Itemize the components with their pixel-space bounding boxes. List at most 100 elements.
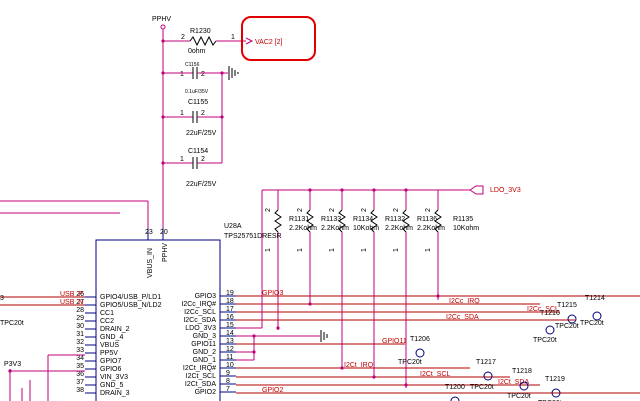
ic-pin-number: 18 [226,298,234,305]
testpoint-t1216: T1216 TPC20t [533,310,560,344]
testpoint-t1214: T1214 TPC20t [580,295,605,327]
ic-pin-name: GND_2 [193,349,216,356]
ic-pin-name: GND_5 [100,382,123,389]
pullup-resistor: 2 1 R1131 2.2Kohm [265,190,317,330]
svg-text:TPC20t: TPC20t [580,320,604,327]
ic-pin-number: 15 [226,322,234,329]
ic-pin-name: GPIO7 [100,358,122,365]
capacitor-c1156: C1156 1 2 0.1uF/35V [163,62,239,95]
svg-text:2: 2 [265,208,272,212]
right-nets: GPIO3 I2Cc_IRQ I2Cc_SCL I2Cc_SDA GPIO11 … [236,189,640,394]
ground-icon [228,66,239,80]
ic-pin-number: 38 [76,387,84,394]
resistor-ref: R1134 [353,216,373,223]
ic-body [95,239,221,401]
r1230-pin1: 1 [231,34,235,41]
ic-pin-name: CC1 [100,310,114,317]
ic-pin-number: 11 [226,354,233,361]
ic-u28a: U28A TPS25751DRESR 23 20 VBUS_IN PPHV 26… [76,223,282,401]
svg-text:TPC20t: TPC20t [533,337,557,344]
ic-pin-number: 37 [76,379,84,386]
c1156-pin1: 1 [180,71,184,78]
svg-text:2: 2 [361,208,368,212]
ground-icon [320,330,328,342]
ic-pin-name: VIN_3V3 [100,374,128,381]
left-testpoint-label: TPC20t [0,320,24,327]
ic-pin-name: DRAIN_2 [100,326,130,333]
ic-pin-number: 29 [76,315,84,322]
ic-pin-name: I2Ct_IRQ# [183,365,216,372]
r1230-value: 0ohm [188,48,206,55]
net-i2ct-sda: I2Ct_SDA [498,379,529,386]
ic-pin-number: 9 [226,370,230,377]
ic-pin-number: 28 [76,307,84,314]
c1156-value: 0.1uF/35V [185,89,209,95]
net-gpio2: GPIO2 [262,387,284,394]
resistor-ref: R1133 [321,216,341,223]
net-gpio11: GPIO11 [382,338,407,345]
ic-pin-name: GND_3 [193,333,216,340]
ic-top-pin-number: 20 [160,229,168,236]
svg-text:1: 1 [329,248,336,252]
resistor-ref: R1135 [453,216,473,223]
ic-top-pin-label: VBUS_IN [147,248,154,278]
ic-pin-number: 17 [226,306,234,313]
ic-pin-number: 26 [76,291,84,298]
ic-pin-name: LDO_3V3 [185,325,216,332]
svg-text:TPC20t: TPC20t [398,359,422,366]
svg-text:T1200: T1200 [445,384,465,391]
net-i2ct-irq: I2Ct_IRQ [344,362,374,369]
net-gpio3: GPIO3 [262,290,284,297]
ic-pin-name: GPIO6 [100,366,122,373]
ic-pin-number: 13 [226,338,234,345]
svg-text:T1214: T1214 [585,295,605,302]
testpoints: T1214 TPC20t T1215 TPC20t T1216 TPC20t T… [398,295,605,401]
resistor-value: 10Kohm [353,225,379,232]
ic-pin-number: 32 [76,339,84,346]
ic-pin-number: 36 [76,371,84,378]
ic-pin-number: 12 [226,346,234,353]
testpoint-t1217: T1217 TPC20t [470,359,496,391]
ic-pin-name: I2Cc_SCL [184,309,216,316]
svg-text:1: 1 [265,248,272,252]
ic-pin-name: PP5V [100,350,118,357]
testpoint-t1218: T1218 TPC20t [507,368,532,400]
ic-pin-number: 35 [76,363,84,370]
svg-text:T1217: T1217 [476,359,496,366]
resistor-value: 2.2Kohm [321,225,349,232]
pullup-resistor: 2 1 R1136 2.2Kohm [393,190,445,388]
svg-text:1: 1 [361,248,368,252]
testpoint-t1200: T1200 TPC20t [445,384,465,401]
svg-text:1: 1 [425,248,432,252]
ic-pin-number: 7 [226,386,230,393]
svg-text:2: 2 [297,208,304,212]
resistor-r1230: R1230 2 1 0ohm VAC2 [2] [163,16,316,61]
net-i2cc-scl: I2Cc_SCL [527,306,559,313]
pullup-resistor: 2 1 R1133 2.2Kohm [297,190,349,304]
svg-text:T1215: T1215 [557,302,577,309]
c1155-value: 22uF/25V [186,130,217,137]
svg-text:T1216: T1216 [540,310,560,317]
svg-text:2: 2 [393,208,400,212]
svg-text:1: 1 [393,248,400,252]
c1155-pin2: 2 [201,110,205,117]
resistor-value: 2.2Kohm [289,225,317,232]
svg-text:T1218: T1218 [512,368,532,375]
ic-pin-number: 27 [76,299,84,306]
resistor-ref: R1136 [417,216,437,223]
ic-pin-name: I2Cc_IRQ# [181,301,216,308]
usb-n-net: USB_N [60,299,83,306]
ic-pin-name: GPIO4/USB_P/LD1 [100,294,161,301]
c1154-value: 22uF/25V [186,181,217,188]
p3v3-label: P3V3 [4,361,21,368]
resistor-value: 2.2Kohm [417,225,445,232]
testpoint-t1219: T1219 TPC20t [538,376,565,401]
highlight-annotation [241,16,316,61]
vac2-net-label: VAC2 [2] [255,39,283,46]
testpoint-t1215: T1215 TPC20t [555,302,579,330]
pphv-power-symbol [160,24,166,30]
c1156-pin2: 2 [201,71,205,78]
ic-pin-number: 33 [76,347,84,354]
ic-pin-name: GND_4 [100,334,123,341]
